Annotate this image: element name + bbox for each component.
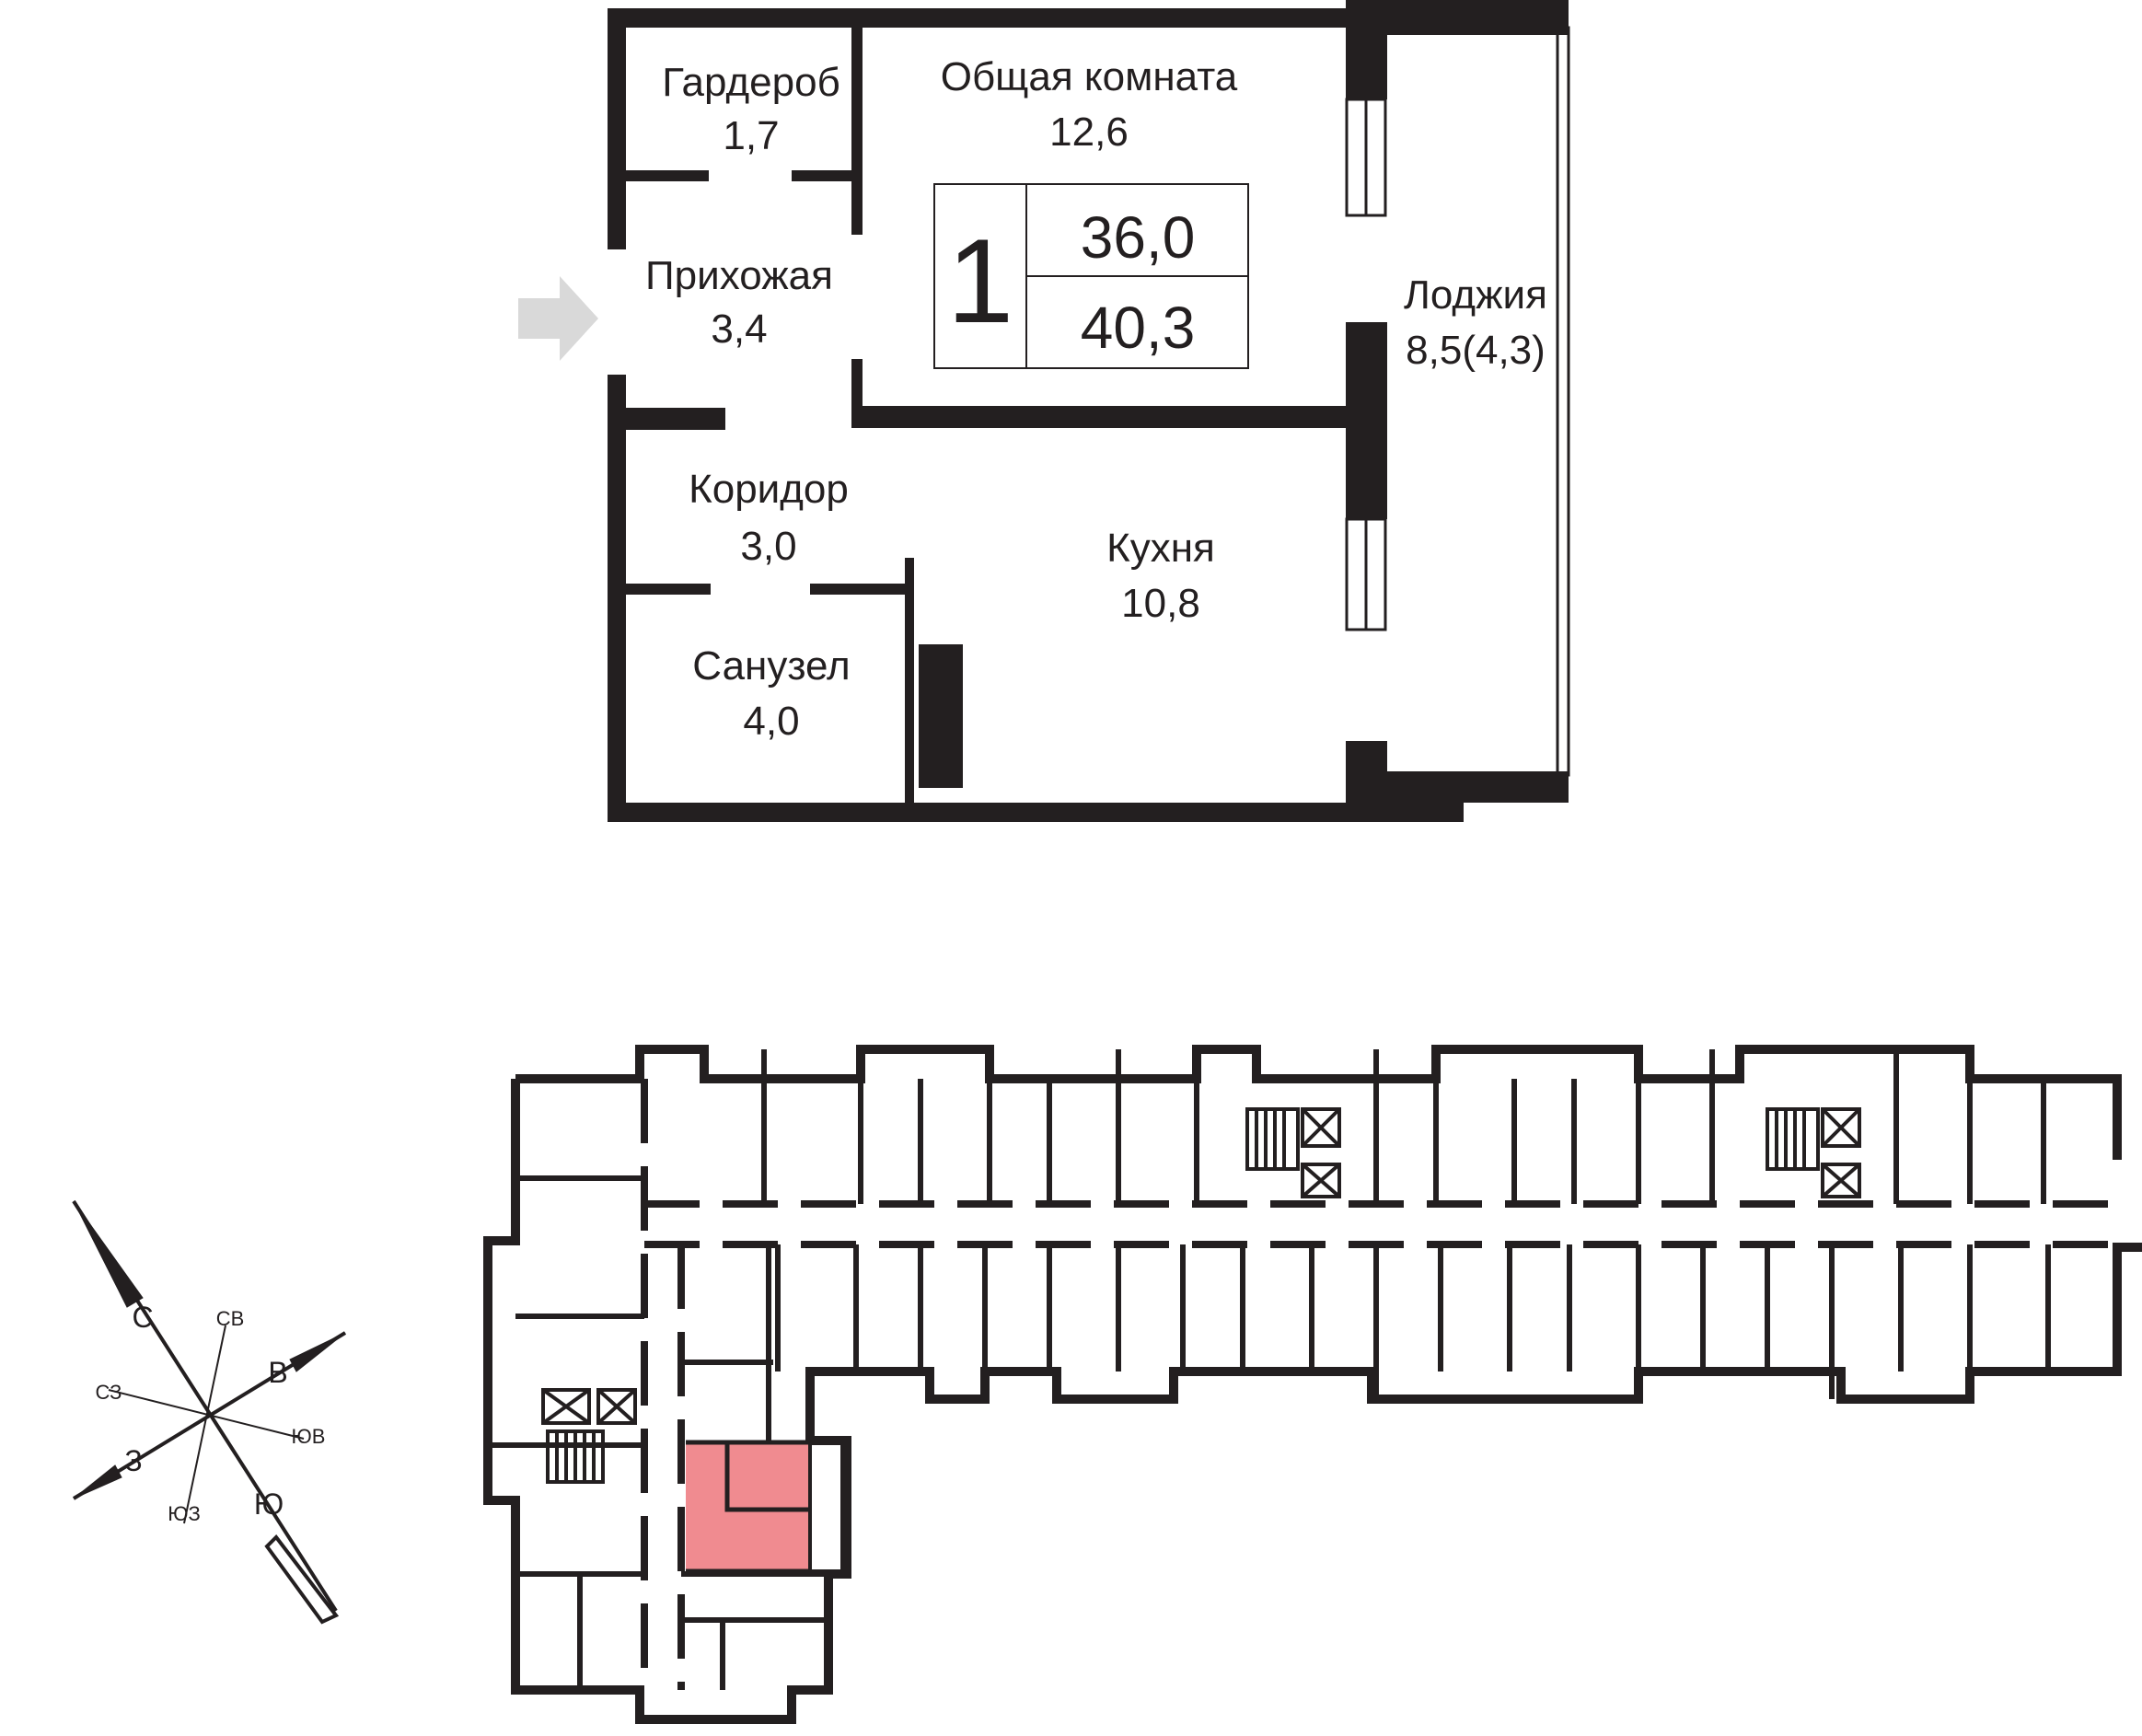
room-area-corridor: 3,0 xyxy=(740,524,796,569)
compass-e: В xyxy=(268,1356,287,1389)
apartment-highlight xyxy=(686,1442,808,1571)
wall xyxy=(905,558,914,816)
building-outline xyxy=(515,1045,2122,1160)
living-area: 36,0 xyxy=(1081,204,1196,271)
wall xyxy=(608,8,1351,28)
room-area-wardrobe: 1,7 xyxy=(723,113,779,158)
wall xyxy=(626,584,711,595)
stair-core xyxy=(1245,1107,1341,1198)
loggia-frame xyxy=(1556,26,1570,777)
wall xyxy=(608,375,626,822)
stair-core xyxy=(541,1388,637,1484)
stair-core xyxy=(1766,1107,1861,1198)
compass-w: З xyxy=(124,1444,142,1477)
wall xyxy=(810,584,911,595)
compass-labels: С СВ В ЮВ Ю ЮЗ З СЗ xyxy=(96,1301,326,1525)
wall xyxy=(1346,28,1387,99)
rooms-count: 1 xyxy=(947,214,1013,348)
room-area-loggia: 8,5(4,3) xyxy=(1406,328,1546,373)
room-name-loggia: Лоджия xyxy=(1404,272,1547,318)
unit-dividers xyxy=(761,1049,2046,1204)
wall xyxy=(792,170,863,181)
room-name-living-room: Общая комната xyxy=(941,54,1238,99)
room-area-bathroom: 4,0 xyxy=(743,699,799,744)
compass-s: Ю xyxy=(254,1487,284,1521)
compass-se: ЮВ xyxy=(292,1425,326,1448)
apartment-summary: 1 36,0 40,3 xyxy=(933,183,1249,369)
room-name-corridor: Коридор xyxy=(689,467,849,512)
room-labels: Гардероб 1,7 Общая комната 12,6 Прихожая… xyxy=(645,54,1547,744)
room-name-hallway: Прихожая xyxy=(645,253,833,298)
wall xyxy=(1346,741,1387,778)
compass-rose-icon xyxy=(72,1199,347,1625)
entrance-arrow-icon xyxy=(518,276,598,361)
total-area: 40,3 xyxy=(1081,295,1196,361)
wall xyxy=(608,803,1464,822)
highlighted-apartment xyxy=(686,1440,844,1574)
room-name-bathroom: Санузел xyxy=(692,643,850,689)
unit-dividers xyxy=(775,1244,2051,1399)
room-name-kitchen: Кухня xyxy=(1106,526,1215,571)
wall xyxy=(626,170,709,181)
floor-key-plan xyxy=(483,1045,2142,1724)
compass-n: С xyxy=(132,1301,153,1334)
compass-ne: СВ xyxy=(216,1307,245,1330)
wall xyxy=(608,8,626,249)
wall xyxy=(851,406,1367,428)
ventilation-shaft xyxy=(919,644,963,788)
room-area-living-room: 12,6 xyxy=(1049,110,1129,155)
room-name-wardrobe: Гардероб xyxy=(662,60,840,105)
apartment-loggia xyxy=(808,1441,844,1573)
wall xyxy=(851,18,863,235)
building-outline xyxy=(483,1079,2142,1724)
apartment-plan xyxy=(608,0,1570,822)
wall xyxy=(626,408,725,430)
room-area-hallway: 3,4 xyxy=(711,307,767,352)
room-area-kitchen: 10,8 xyxy=(1121,581,1200,626)
compass-sw: ЮЗ xyxy=(168,1502,201,1525)
compass-nw: СЗ xyxy=(96,1381,122,1404)
